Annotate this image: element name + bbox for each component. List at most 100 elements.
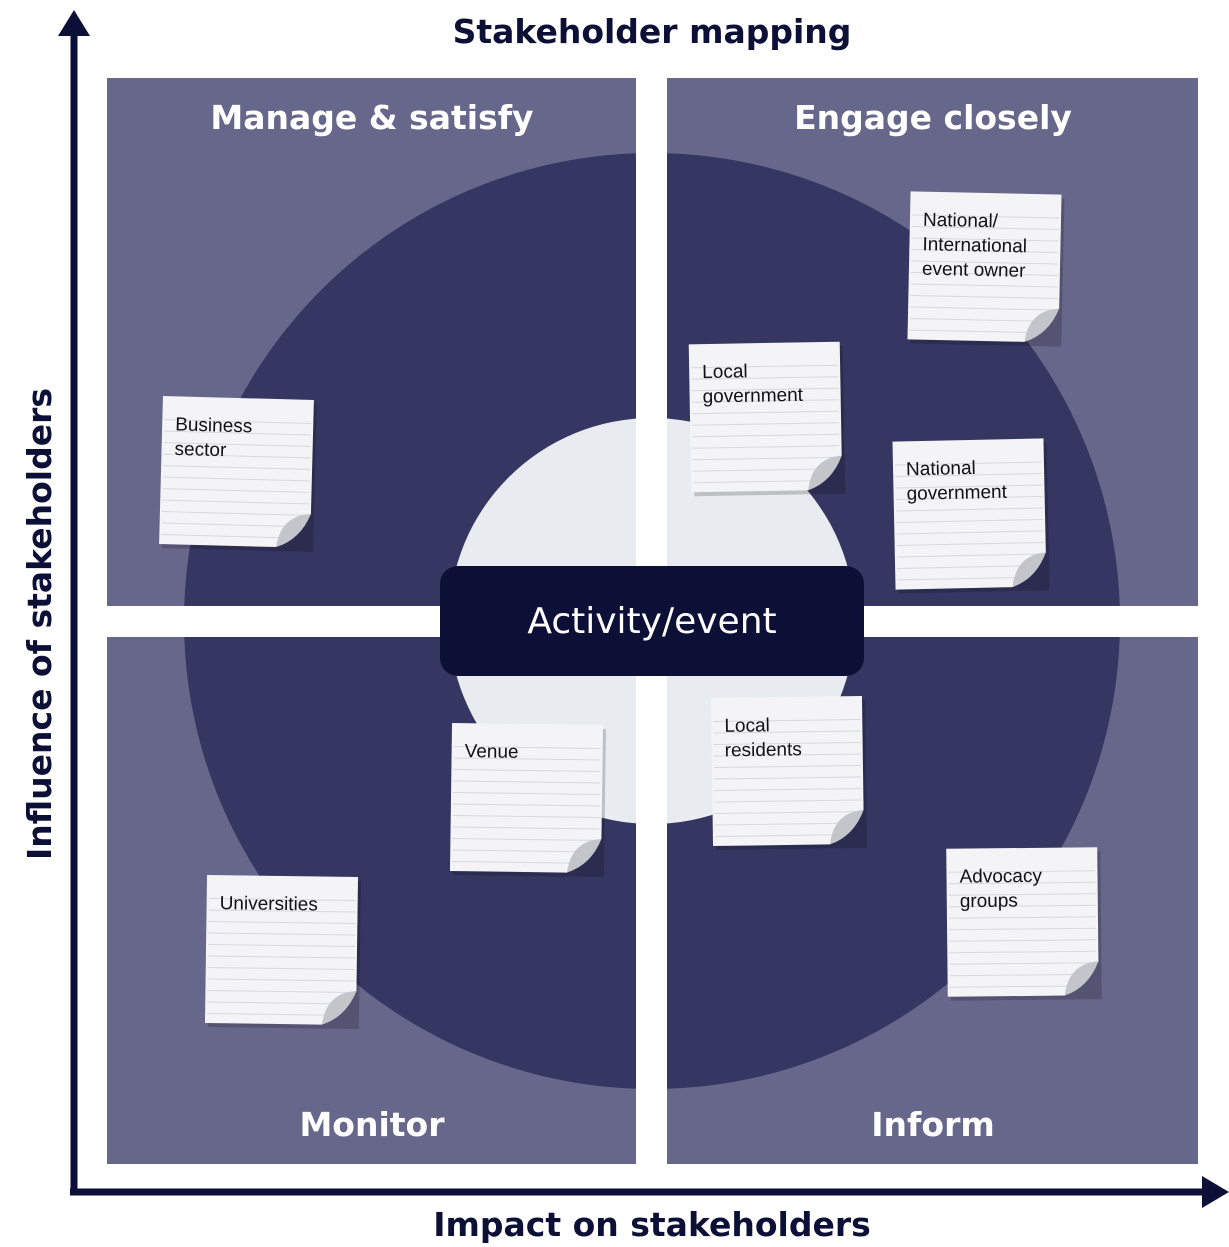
note-rule-line <box>897 565 1034 570</box>
diagram-title: Stakeholder mapping <box>452 12 852 51</box>
note-rule-line <box>164 419 312 424</box>
note-rule-line <box>692 433 840 438</box>
note-paper <box>449 722 604 873</box>
note-rule-line <box>692 468 829 472</box>
note-rule-line <box>163 465 311 470</box>
note-curl-icon <box>321 991 357 1025</box>
note-rule-line <box>453 745 601 750</box>
note-rule-line <box>162 499 310 505</box>
note-rule-line <box>452 814 600 819</box>
note-text-line: sector <box>174 439 227 461</box>
note-rule-line <box>948 904 1096 908</box>
note-rule-line <box>691 376 839 380</box>
sticky-note-venue: Venue <box>449 722 606 878</box>
quadrant-label-inform: Inform <box>871 1105 995 1144</box>
note-rule-line <box>896 553 1044 558</box>
note-rule-line <box>207 955 355 959</box>
note-curl-icon <box>808 455 842 491</box>
note-rule-line <box>692 456 840 461</box>
x-axis-label: Impact on stakeholders <box>433 1205 871 1244</box>
note-rule-line <box>910 294 1058 300</box>
sticky-note-advocacy-groups: Advocacy groups <box>946 847 1102 1001</box>
note-rule-line <box>161 522 298 528</box>
note-rule-line <box>453 791 601 796</box>
note-rule-line <box>692 445 840 449</box>
note-text-line: Local <box>724 715 770 737</box>
note-rule-line <box>453 780 601 784</box>
note-rule-line <box>895 484 1043 489</box>
note-text-line: Advocacy <box>959 866 1042 888</box>
note-rule-line <box>713 741 861 746</box>
note-rule-line <box>162 476 310 482</box>
note-rule-line <box>208 943 356 948</box>
note-rule-line <box>161 534 286 539</box>
note-rule-line <box>208 909 356 913</box>
note-curl-icon <box>1064 961 1099 996</box>
note-rule-line <box>162 488 310 493</box>
note-rule-line <box>163 442 311 447</box>
note-text-line: groups <box>960 891 1018 913</box>
quadrant-label-engage-closely: Engage closely <box>794 98 1072 137</box>
note-rule-line <box>714 787 862 792</box>
note-rule-line <box>207 989 355 994</box>
note-rule-line <box>208 897 356 902</box>
note-paper <box>204 874 359 1025</box>
sticky-note-universities: Universities <box>204 874 361 1030</box>
note-text-line: government <box>702 385 803 408</box>
note-rule-line <box>713 764 861 769</box>
note-rule-line <box>896 518 1044 524</box>
note-curl-icon <box>276 513 311 548</box>
note-rule-line <box>691 364 839 369</box>
note-rule-line <box>693 480 818 484</box>
note-paper <box>688 341 842 493</box>
note-rule-line <box>949 950 1097 954</box>
note-rule-line <box>208 920 356 925</box>
y-axis-arrow-icon <box>58 10 90 36</box>
note-rule-line <box>713 753 861 757</box>
note-rule-line <box>895 472 1043 478</box>
note-rule-line <box>691 387 839 392</box>
note-rule-line <box>713 730 861 734</box>
note-paper <box>946 847 1099 997</box>
note-rule-line <box>161 511 309 516</box>
note-curl-icon <box>1012 552 1046 588</box>
note-rule-line <box>911 248 1059 254</box>
note-text-line: Venue <box>464 741 518 763</box>
note-rule-line <box>453 757 601 761</box>
note-rule-line <box>949 939 1097 942</box>
note-rule-line <box>714 810 862 815</box>
note-text-line: National <box>906 458 976 480</box>
note-paper <box>710 695 864 847</box>
x-axis-arrow-icon <box>1202 1176 1229 1208</box>
center-activity-box: Activity/event <box>440 566 864 676</box>
note-rule-line <box>164 430 312 436</box>
note-text-line: Local <box>702 361 748 383</box>
note-rule-line <box>895 507 1043 512</box>
note-rule-line <box>909 329 1035 334</box>
note-rule-line <box>948 881 1096 885</box>
note-rule-line <box>452 860 577 864</box>
note-rule-line <box>452 826 600 830</box>
note-text-line: residents <box>725 739 802 761</box>
note-rule-line <box>948 893 1096 896</box>
note-rule-line <box>909 317 1046 322</box>
note-rule-line <box>911 237 1059 242</box>
note-text-line: Universities <box>219 893 317 915</box>
note-rule-line <box>163 453 311 459</box>
note-text-line: National/ <box>923 210 999 233</box>
note-rule-line <box>208 932 356 936</box>
note-rule-line <box>912 214 1060 219</box>
note-rule-line <box>207 966 355 971</box>
note-rule-line <box>453 768 601 773</box>
quadrant-label-monitor: Monitor <box>299 1105 445 1144</box>
note-text-line: government <box>906 482 1007 505</box>
note-rule-line <box>949 962 1097 965</box>
note-rule-line <box>911 260 1059 265</box>
